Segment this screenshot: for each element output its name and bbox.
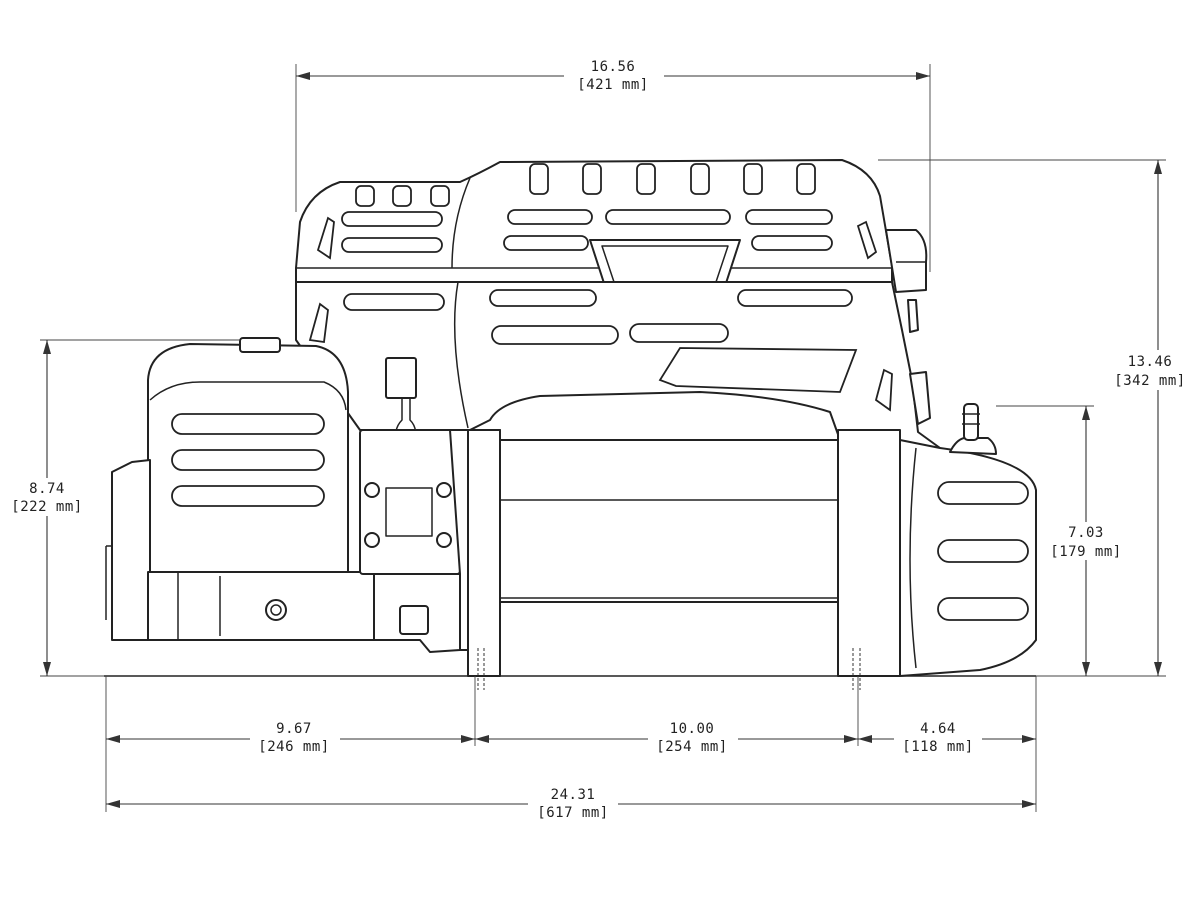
- dim-overall-height-metric: [342 mm]: [1114, 373, 1185, 389]
- cover-bumps: [355, 163, 816, 207]
- dim-right-offset-metric: [118 mm]: [902, 739, 973, 755]
- motor: [105, 337, 375, 641]
- gearbox: [899, 403, 1037, 677]
- dim-overall-length-value: 24.31: [551, 787, 596, 803]
- dim-overall-width-top-metric: [421 mm]: [577, 77, 648, 93]
- dim-motor-height-value: 8.74: [29, 481, 65, 497]
- dim-left-offset-metric: [246 mm]: [258, 739, 329, 755]
- dimension-labels: 16.56 [421 mm] 13.46 [342 mm] 8.74 [222 …: [4, 57, 1194, 824]
- dim-right-offset-value: 4.64: [920, 721, 956, 737]
- dim-mount-spacing-value: 10.00: [670, 721, 715, 737]
- winch-body: [104, 159, 1037, 690]
- drum: [467, 429, 901, 690]
- dim-gearbox-height-metric: [179 mm]: [1050, 544, 1121, 560]
- dim-overall-height-value: 13.46: [1128, 354, 1173, 370]
- cover-vents: [316, 209, 878, 260]
- housing-vents: [308, 289, 893, 412]
- dim-left-offset-value: 9.67: [276, 721, 312, 737]
- dim-overall-length-metric: [617 mm]: [537, 805, 608, 821]
- dim-mount-spacing-metric: [254 mm]: [656, 739, 727, 755]
- dim-motor-height-metric: [222 mm]: [11, 499, 82, 515]
- dim-gearbox-height-value: 7.03: [1068, 525, 1104, 541]
- dim-overall-width-top-value: 16.56: [591, 59, 636, 75]
